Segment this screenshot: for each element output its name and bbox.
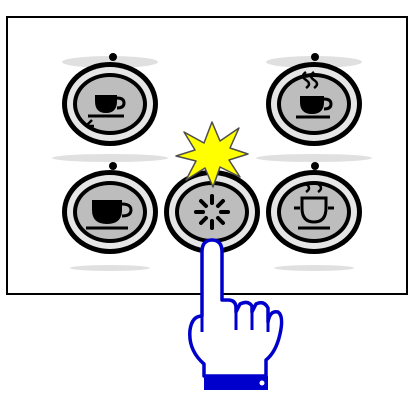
power-button[interactable] <box>164 170 260 254</box>
pointing-hand-icon <box>188 238 284 390</box>
hot-water-button[interactable] <box>266 162 362 254</box>
panel-texture <box>52 56 372 271</box>
short-coffee-button[interactable] <box>62 53 158 146</box>
long-coffee-led <box>109 162 117 170</box>
power-burst-icon <box>194 194 230 230</box>
short-coffee-icon <box>85 95 126 128</box>
long-coffee-button[interactable] <box>62 162 158 254</box>
flash-burst-icon <box>175 121 249 188</box>
long-coffee-icon <box>86 200 133 230</box>
steam-button[interactable] <box>266 53 362 146</box>
short-coffee-led <box>109 53 117 61</box>
steam-led <box>311 53 319 61</box>
hand-cuff <box>204 376 268 390</box>
hot-water-led <box>311 162 319 170</box>
hot-water-icon <box>294 182 334 230</box>
steam-icon <box>296 70 333 119</box>
